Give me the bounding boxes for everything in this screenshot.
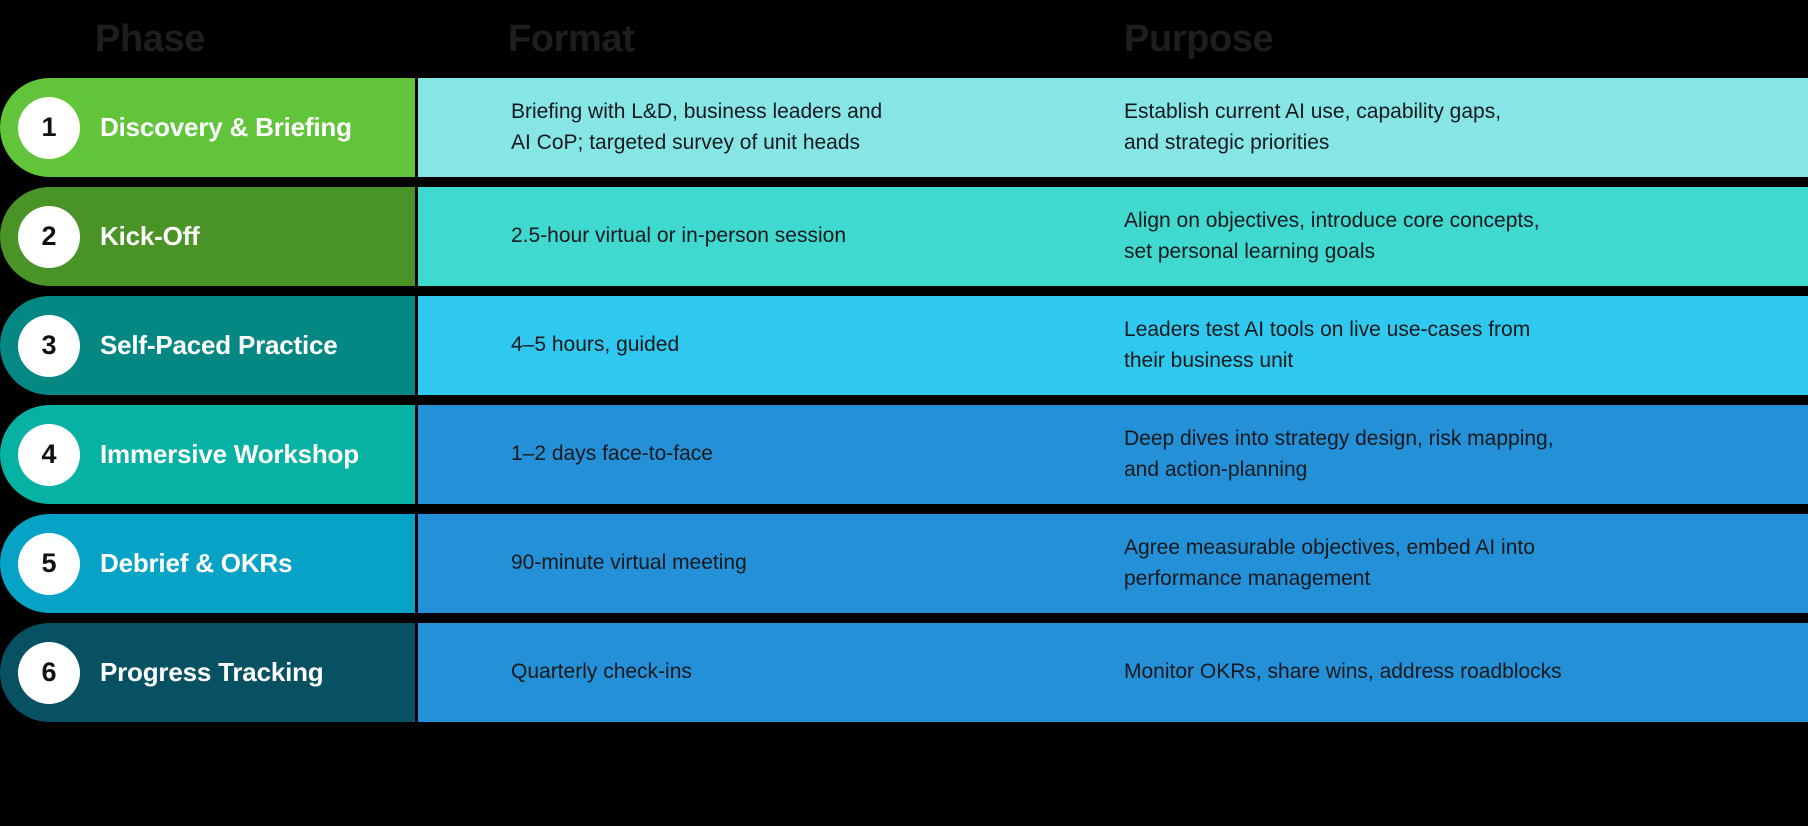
format-text: Briefing with L&D, business leaders and … [511,100,883,154]
phase-label: Debrief & OKRs [100,547,293,578]
purpose-text: Monitor OKRs, share wins, address roadbl… [1124,660,1562,684]
column-header-purpose: Purpose [1124,18,1274,60]
purpose-text: Leaders test AI tools on live use-cases … [1124,318,1531,372]
phase-number-badge: 2 [18,205,80,268]
purpose-cell: Align on objectives, introduce core conc… [1050,187,1808,286]
phase-number-badge: 5 [18,532,80,595]
format-text: 1–2 days face-to-face [511,442,713,466]
table-row: 1 Discovery & Briefing Briefing with L&D, … [0,78,1808,177]
table-row: 3 Self-Paced Practice 4–5 hours, guided Lea… [0,296,1808,395]
phase-pill[interactable]: 1 Discovery & Briefing [0,78,415,177]
purpose-cell: Establish current AI use, capability gap… [1050,78,1808,177]
purpose-text: Establish current AI use, capability gap… [1124,100,1502,154]
table-row: 5 Debrief & OKRs 90-minute virtual meeting… [0,514,1808,613]
purpose-cell: Agree measurable objectives, embed AI in… [1050,514,1808,613]
format-cell: Briefing with L&D, business leaders and … [415,78,1050,177]
phase-pill[interactable]: 3 Self-Paced Practice [0,296,415,395]
phase-label: Self-Paced Practice [100,329,338,360]
phase-pill[interactable]: 5 Debrief & OKRs [0,514,415,613]
format-text: 2.5-hour virtual or in-person session [511,224,846,248]
format-text: 4–5 hours, guided [511,333,680,357]
purpose-cell: Leaders test AI tools on live use-cases … [1050,296,1808,395]
table-row: 2 Kick-Off 2.5-hour virtual or in-person s… [0,187,1808,286]
phase-label: Immersive Workshop [100,438,359,469]
format-text: 90-minute virtual meeting [511,551,747,575]
format-cell: 2.5-hour virtual or in-person session [415,187,1050,286]
purpose-cell: Deep dives into strategy design, risk ma… [1050,405,1808,504]
phase-label: Discovery & Briefing [100,111,352,142]
phase-pill[interactable]: 6 Progress Tracking [0,623,415,722]
format-cell: 4–5 hours, guided [415,296,1050,395]
format-cell: 1–2 days face-to-face [415,405,1050,504]
table-body: 1 Discovery & Briefing Briefing with L&D, … [0,78,1808,826]
purpose-text: Align on objectives, introduce core conc… [1124,209,1540,263]
phase-label: Progress Tracking [100,656,324,687]
table-row: 6 Progress Tracking Quarterly check-ins Mon… [0,623,1808,722]
format-cell: 90-minute virtual meeting [415,514,1050,613]
column-header-format: Format [508,18,635,60]
phase-number-badge: 4 [18,423,80,486]
phase-number-badge: 1 [18,96,80,159]
phase-number-badge: 6 [18,641,80,704]
table-header: Phase Format Purpose [0,0,1808,78]
format-cell: Quarterly check-ins [415,623,1050,722]
table-row: 4 Immersive Workshop 1–2 days face-to-face… [0,405,1808,504]
phase-label: Kick-Off [100,220,200,251]
column-header-phase: Phase [95,18,205,60]
purpose-cell: Monitor OKRs, share wins, address roadbl… [1050,623,1808,722]
format-text: Quarterly check-ins [511,660,692,684]
phase-number-badge: 3 [18,314,80,377]
purpose-text: Agree measurable objectives, embed AI in… [1124,536,1535,590]
phase-pill[interactable]: 2 Kick-Off [0,187,415,286]
purpose-text: Deep dives into strategy design, risk ma… [1124,427,1554,481]
phase-pill[interactable]: 4 Immersive Workshop [0,405,415,504]
